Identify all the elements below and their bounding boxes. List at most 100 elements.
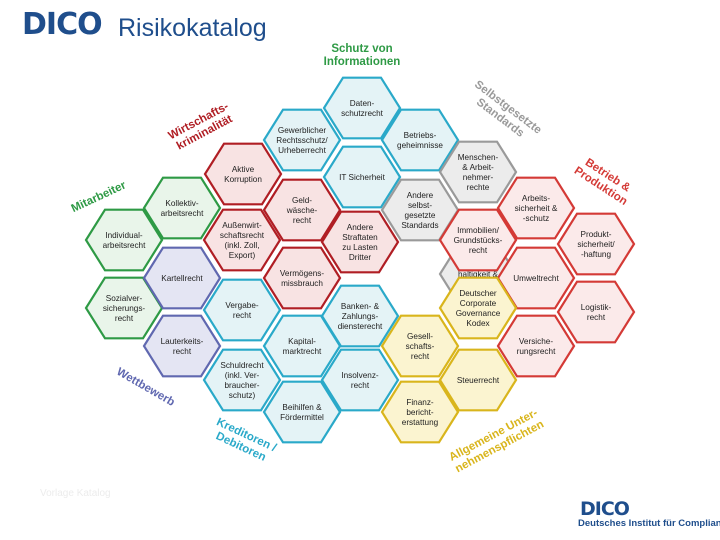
hex-shape (203, 142, 283, 206)
hex-shape (142, 246, 222, 310)
dico-logo-footer-mark: DICO (580, 498, 630, 520)
hex-shape (556, 212, 636, 276)
group-label-selbst: SelbstgesetzteStandards (464, 79, 543, 147)
hex-steuerrecht: Steuerrecht (438, 348, 518, 412)
hex-label: Versiche-rungsrecht (517, 337, 556, 356)
hex-shape (262, 246, 342, 310)
hex-label: Immobilien/Grundstücks-recht (454, 226, 503, 255)
hex-shape (438, 140, 518, 204)
hex-label: Sozialver-sicherungs-recht (103, 294, 146, 323)
hex-label: Vermögens-missbrauch (280, 269, 324, 288)
hex-label: Kollektiv-arbeitsrecht (161, 199, 205, 218)
hex-shape (438, 208, 518, 272)
hex-label: Vergabe-recht (225, 301, 259, 320)
hex-shape (496, 176, 576, 240)
hex-shape (380, 108, 460, 172)
hex-kartellrecht: Kartellrecht (142, 246, 222, 310)
group-label-allgemein: Allgemeine Unter-nehmenspflichten (447, 407, 546, 475)
hex-shape (322, 145, 402, 209)
hex-label: Betriebs-geheimnisse (397, 131, 443, 150)
hex-label: Daten-schutzrecht (341, 99, 384, 118)
hex-shape (496, 314, 576, 378)
hex-shape (142, 314, 222, 378)
group-label-betrieb: Betrieb &Produktion (572, 154, 637, 208)
hex-label: Umweltrecht (513, 274, 559, 283)
hex-shape (380, 380, 460, 444)
hex-shape (320, 210, 400, 274)
hex-schuldrecht-inkl-ver-braucher-schutz: Schuldrecht(inkl. Ver-braucher-schutz) (202, 348, 282, 412)
hex-shape (322, 76, 402, 140)
hex-label: Außenwirt-schaftsrecht(inkl. Zoll,Export… (220, 221, 265, 260)
hex-beihilfen-foerdermittel: Beihilfen &Fördermittel (262, 380, 342, 444)
footer-note: Vorlage Katalog (40, 488, 111, 499)
hex-vermoegens-missbrauch: Vermögens-missbrauch (262, 246, 342, 310)
hex-arbeits-sicherheit-schutz: Arbeits-sicherheit &-schutz (496, 176, 576, 240)
hex-label: Kartellrecht (161, 274, 203, 283)
hex-shape (202, 208, 282, 272)
hex-shape (556, 280, 636, 344)
hex-banken-zahlungs-diensterecht: Banken- &Zahlungs-diensterecht (320, 284, 400, 348)
hex-shape (262, 108, 342, 172)
hex-label: Geld-wäsche-recht (286, 196, 318, 225)
hex-label: Gesell-schafts-recht (406, 332, 435, 361)
page-title: Risikokatalog (118, 14, 267, 42)
hex-produkt-sicherheit-haftung: Produkt-sicherheit/-haftung (556, 212, 636, 276)
hex-shape (438, 348, 518, 412)
hex-vergabe-recht: Vergabe-recht (202, 278, 282, 342)
hex-shape (84, 208, 164, 272)
dico-logo-footer: DICO Deutsches Institut für Compliance (576, 498, 720, 534)
hex-shape (142, 176, 222, 240)
hex-immobilien-grundstuecks-recht: Immobilien/Grundstücks-recht (438, 208, 518, 272)
hex-shape (262, 380, 342, 444)
hex-label: Schuldrecht(inkl. Ver-braucher-schutz) (220, 361, 264, 400)
group-label-kreditoren: Kreditoren /Debitoren (209, 416, 279, 466)
hex-label: Arbeits-sicherheit &-schutz (515, 194, 558, 223)
hex-label: IT Sicherheit (339, 173, 386, 182)
hex-shape (202, 278, 282, 342)
hex-label: Produkt-sicherheit/-haftung (577, 230, 615, 259)
hex-label: Menschen-& Arbeit-nehmer-rechte (458, 153, 499, 192)
hex-shape (320, 284, 400, 348)
hex-logistik-recht: Logistik-recht (556, 280, 636, 344)
hex-insolvenz-recht: Insolvenz-recht (320, 348, 400, 412)
hex-menschen-arbeit-nehmer-rechte: Menschen-& Arbeit-nehmer-rechte (438, 140, 518, 204)
hex-geld-waesche-recht: Geld-wäsche-recht (262, 178, 342, 242)
hex-it-sicherheit: IT Sicherheit (322, 145, 402, 209)
hex-label: Beihilfen &Fördermittel (280, 403, 324, 422)
header: DICO Risikokatalog (0, 0, 720, 48)
hex-shape (202, 348, 282, 412)
hex-shape (262, 178, 342, 242)
hex-shape (380, 314, 460, 378)
hex-finanz-bericht-erstattung: Finanz-bericht-erstattung (380, 380, 460, 444)
hex-label: Logistik-recht (581, 303, 612, 322)
hex-shape (320, 348, 400, 412)
hex-label: Finanz-bericht-erstattung (402, 398, 439, 427)
dico-logo-footer-subtitle: Deutsches Institut für Compliance (578, 518, 720, 529)
hex-betriebs-geheimnisse: Betriebs-geheimnisse (380, 108, 460, 172)
hex-kollektiv-arbeitsrecht: Kollektiv-arbeitsrecht (142, 176, 222, 240)
hex-gesell-schafts-recht: Gesell-schafts-recht (380, 314, 460, 378)
hex-label: Individual-arbeitsrecht (103, 231, 147, 250)
hex-label: Steuerrecht (457, 376, 500, 385)
hex-label: Banken- &Zahlungs-diensterecht (338, 302, 383, 331)
hex-daten-schutzrecht: Daten-schutzrecht (322, 76, 402, 140)
hex-label: Lauterkeits-recht (161, 337, 204, 356)
hex-lauterkeits-recht: Lauterkeits-recht (142, 314, 222, 378)
hex-label: Kapital-marktrecht (283, 337, 322, 356)
hex-label: Insolvenz-recht (341, 371, 379, 390)
hex-shape (438, 276, 518, 340)
dico-logo: DICO (22, 7, 103, 42)
hex-versiche-rungsrecht: Versiche-rungsrecht (496, 314, 576, 378)
hex-sozialver-sicherungs-recht: Sozialver-sicherungs-recht (84, 276, 164, 340)
